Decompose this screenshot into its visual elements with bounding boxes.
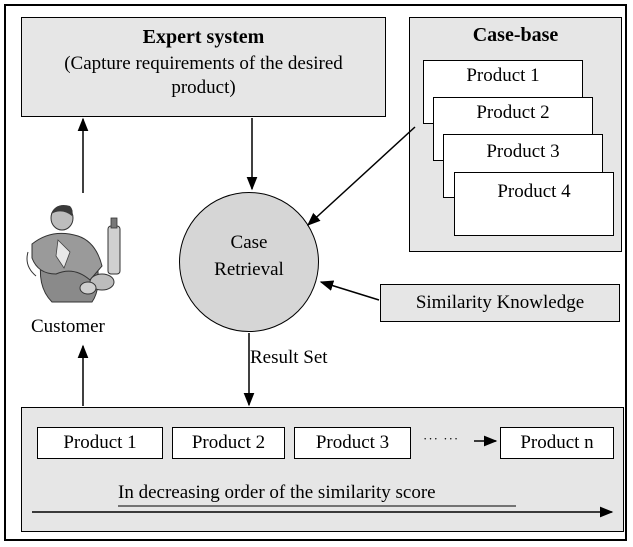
result-product-n-box: Product n	[500, 427, 614, 459]
case-retrieval-label-line1: Case	[230, 232, 268, 253]
result-ellipsis: ··· ···	[423, 431, 460, 446]
case-base-product-label: Product 3	[486, 141, 560, 162]
results-box	[21, 407, 624, 532]
similarity-order-caption: In decreasing order of the similarity sc…	[118, 482, 436, 503]
case-retrieval-circle	[179, 192, 319, 332]
similarity-knowledge-label: Similarity Knowledge	[415, 292, 585, 313]
case-retrieval-label-line2: Retrieval	[214, 259, 284, 280]
expert-system-title: Expert system	[142, 26, 265, 48]
result-product-box: Product 3	[294, 427, 411, 459]
case-base-product-label: Product 2	[476, 102, 550, 123]
similarity-knowledge-box: Similarity Knowledge	[380, 284, 620, 322]
result-product-label: Product 2	[191, 432, 266, 453]
case-base-product-label: Product 4	[497, 181, 571, 202]
customer-label: Customer	[31, 316, 105, 337]
result-product-box: Product 1	[37, 427, 163, 459]
result-product-label: Product 1	[63, 432, 137, 453]
case-base-title: Case-base	[472, 24, 559, 46]
result-product-box: Product 2	[172, 427, 285, 459]
case-base-product-label: Product 1	[466, 65, 540, 86]
customer-figure	[22, 196, 130, 308]
customer-person-icon	[26, 205, 121, 303]
result-product-n-label: Product n	[520, 432, 594, 453]
case-base-product-card: Product 4	[454, 172, 614, 236]
result-product-label: Product 3	[315, 432, 390, 453]
result-set-label: Result Set	[250, 347, 328, 368]
expert-system-subtitle-line2: product)	[171, 77, 236, 98]
expert-system-box: Expert system (Capture requirements of t…	[21, 17, 386, 117]
expert-system-subtitle-line1: (Capture requirements of the desired	[64, 53, 343, 74]
